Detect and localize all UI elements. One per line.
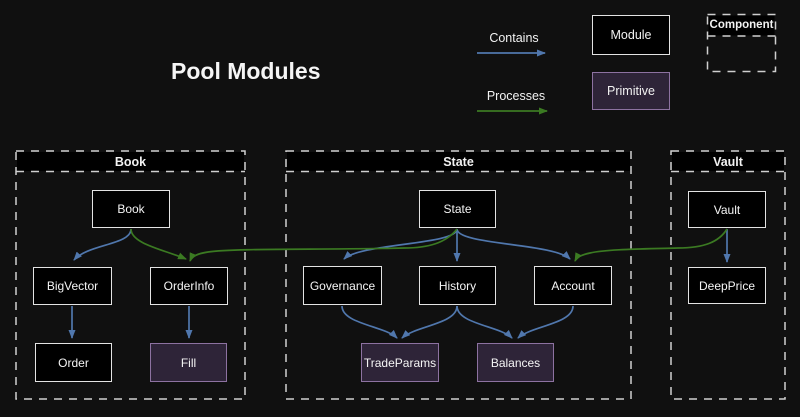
state-section-title: State	[443, 154, 474, 169]
node-history: History	[419, 266, 496, 305]
edge-governance-tradeparams	[341, 305, 398, 339]
node-order: Order	[35, 343, 112, 382]
edge-history-balances	[456, 305, 513, 339]
edge-account-balances	[517, 305, 574, 339]
node-state: State	[419, 190, 496, 228]
node-tradeparams: TradeParams	[361, 343, 439, 382]
node-fill: Fill	[150, 343, 227, 382]
edge-state-account	[456, 228, 571, 260]
legend-processes-label: Processes	[486, 89, 546, 103]
node-deepprice: DeepPrice	[688, 267, 766, 304]
book-section-title: Book	[114, 154, 147, 169]
edge-vault-account	[574, 228, 728, 262]
node-orderinfo: OrderInfo	[150, 267, 228, 305]
legend-module-box: Module	[592, 15, 670, 55]
node-governance: Governance	[303, 266, 382, 305]
vault-section-title: Vault	[713, 154, 743, 169]
legend-contains-label: Contains	[489, 31, 539, 45]
node-vault: Vault	[688, 191, 766, 228]
legend-primitive-box: Primitive	[592, 72, 670, 110]
node-balances: Balances	[477, 343, 554, 382]
legend-module-label: Module	[610, 28, 652, 42]
edge-state-orderinfo	[189, 228, 458, 262]
legend-primitive-label: Primitive	[607, 84, 655, 98]
node-book: Book	[92, 190, 170, 228]
edge-book-bigvector	[73, 228, 132, 261]
edge-history-tradeparams	[401, 305, 458, 339]
page-title: Pool Modules	[171, 58, 321, 84]
node-account: Account	[534, 266, 612, 305]
edge-state-governance	[343, 228, 458, 260]
legend-component-label: Component	[709, 19, 774, 31]
edge-book-orderinfo	[130, 228, 187, 260]
node-bigvector: BigVector	[33, 267, 112, 305]
